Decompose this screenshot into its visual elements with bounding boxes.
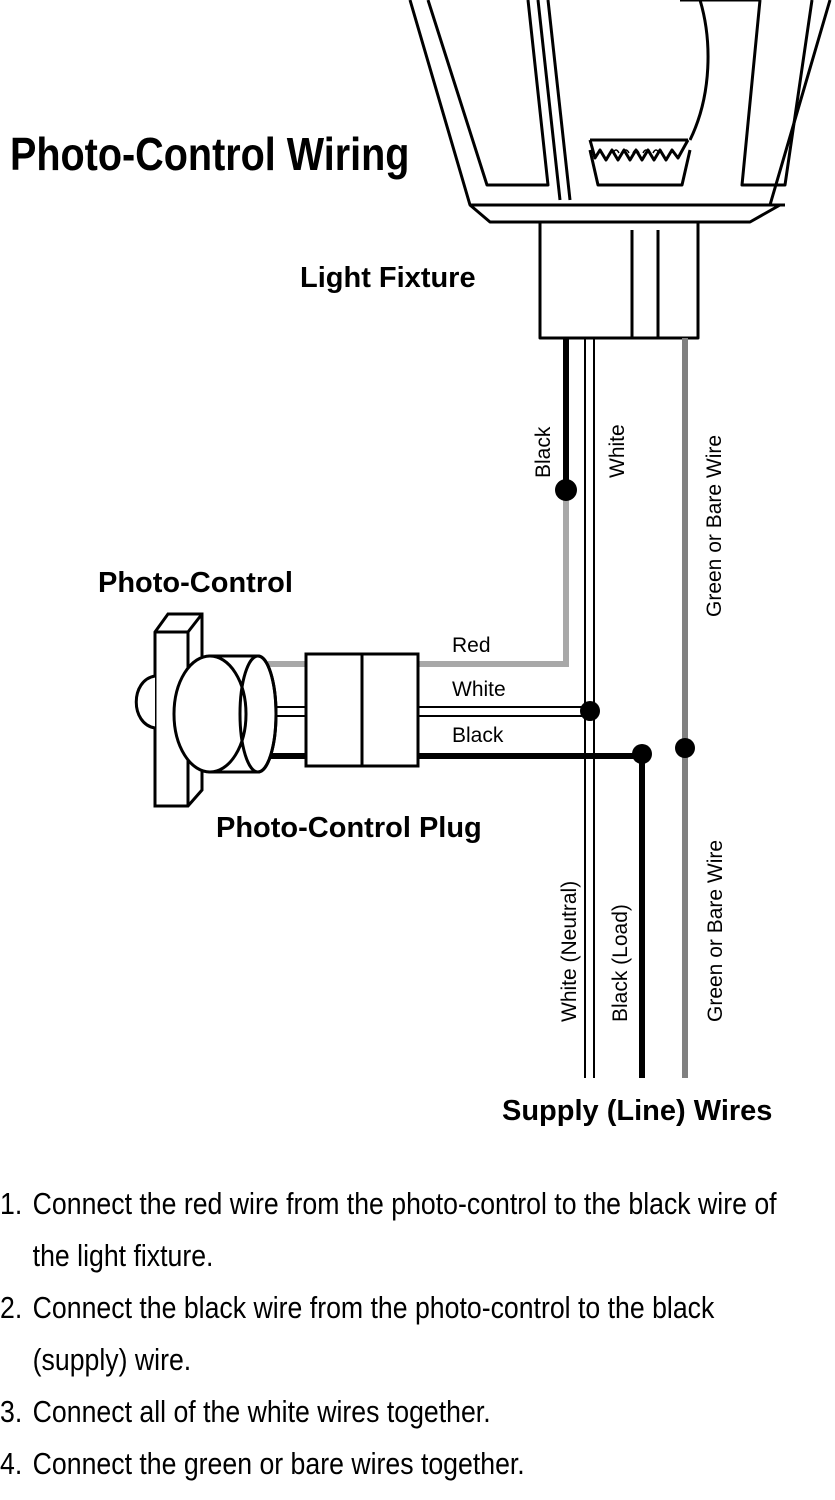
- junction-red-black-dot: [555, 479, 577, 501]
- instruction-text: Connect all of the white wires together.: [32, 1394, 491, 1429]
- instruction-number: 3.: [0, 1394, 23, 1429]
- instruction-item: 4. Connect the green or bare wires toget…: [0, 1438, 718, 1490]
- junction-ground-dot: [675, 738, 695, 758]
- light-fixture-label: Light Fixture: [300, 262, 476, 294]
- instruction-text: Connect the red wire from the photo-cont…: [32, 1186, 777, 1273]
- photo-control-red-wire: [418, 490, 569, 667]
- supply-white-wire-label: White (Neutral): [558, 881, 581, 1022]
- light-fixture-illustration: [408, 0, 832, 340]
- pc-white-wire-label: White: [452, 678, 506, 701]
- supply-wires-label: Supply (Line) Wires: [502, 1095, 772, 1127]
- socket-detail-icon: [612, 149, 660, 154]
- instruction-item: 1. Connect the red wire from the photo-c…: [0, 1178, 777, 1282]
- pc-red-wire-label: Red: [452, 634, 491, 657]
- junction-black-supply-dot: [632, 744, 652, 764]
- photo-control-device: [134, 612, 278, 808]
- instruction-item: 2. Connect the black wire from the photo…: [0, 1282, 718, 1386]
- junction-white-dot: [580, 701, 600, 721]
- supply-black-wire-label: Black (Load): [609, 904, 632, 1022]
- instruction-text: Connect the black wire from the photo-co…: [32, 1290, 715, 1377]
- photo-control-white-wire: [418, 706, 590, 717]
- instruction-number: 1.: [0, 1186, 23, 1221]
- instruction-number: 2.: [0, 1290, 23, 1325]
- photo-control-plug-label: Photo-Control Plug: [216, 812, 482, 844]
- diagram-canvas: Photo-Control Wiring Light Fixture Photo…: [10, 0, 832, 1127]
- photo-control-plug-block: [304, 652, 420, 768]
- instruction-number: 4.: [0, 1446, 23, 1481]
- instruction-text: Connect the green or bare wires together…: [32, 1446, 525, 1481]
- page-title: Photo-Control Wiring: [10, 129, 409, 180]
- fixture-black-wire-label: Black: [532, 426, 555, 478]
- instruction-list: 1. Connect the red wire from the photo-c…: [0, 1178, 777, 1490]
- instruction-item: 3. Connect all of the white wires togeth…: [0, 1386, 718, 1438]
- supply-ground-wire-label: Green or Bare Wire: [704, 840, 727, 1022]
- photo-control-label: Photo-Control: [98, 567, 293, 599]
- fixture-white-wire-label: White: [606, 424, 629, 478]
- fixture-ground-wire-label: Green or Bare Wire: [703, 435, 726, 617]
- pc-black-wire-label: Black: [452, 724, 504, 747]
